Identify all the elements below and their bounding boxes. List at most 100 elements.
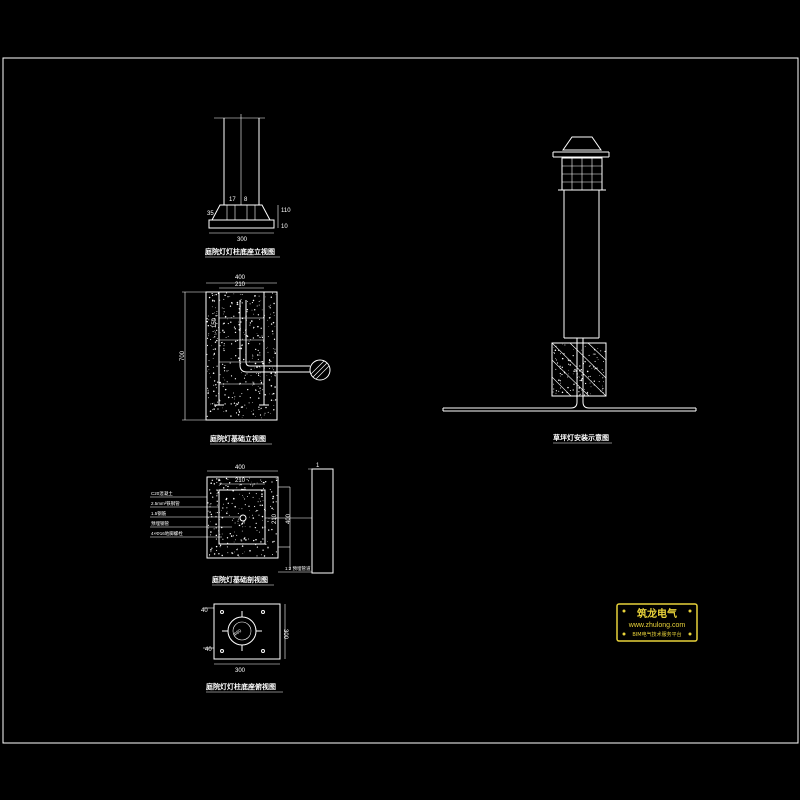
concrete-stipple	[248, 402, 250, 404]
concrete-stipple	[212, 496, 214, 498]
concrete-stipple	[274, 352, 276, 354]
concrete-stipple	[228, 482, 230, 484]
concrete-stipple	[210, 503, 212, 505]
concrete-stipple	[210, 534, 212, 536]
concrete-stipple	[579, 393, 581, 395]
concrete-stipple	[257, 334, 259, 337]
concrete-stipple	[234, 378, 237, 380]
concrete-stipple	[244, 374, 246, 376]
concrete-stipple	[572, 355, 574, 357]
view2-dim-inner: 210	[235, 282, 246, 288]
concrete-stipple	[259, 414, 262, 416]
drawing-frame	[2, 57, 799, 744]
concrete-stipple	[258, 408, 260, 411]
concrete-stipple	[553, 388, 555, 390]
concrete-stipple	[265, 543, 267, 545]
concrete-stipple	[215, 293, 217, 296]
concrete-stipple	[214, 312, 215, 314]
concrete-stipple	[223, 348, 225, 350]
concrete-stipple	[208, 296, 211, 299]
concrete-stipple	[209, 376, 211, 378]
concrete-stipple	[234, 522, 236, 524]
view3-bottom-label: 1:2 预埋管道	[285, 565, 311, 572]
concrete-stipple	[227, 323, 229, 325]
concrete-stipple	[223, 307, 225, 309]
concrete-stipple	[240, 347, 242, 350]
concrete-stipple	[213, 354, 214, 356]
concrete-stipple	[247, 388, 249, 391]
concrete-stipple	[258, 397, 260, 399]
concrete-stipple	[215, 534, 218, 537]
concrete-stipple	[230, 358, 232, 360]
concrete-stipple	[238, 524, 241, 527]
concrete-stipple	[230, 415, 232, 417]
concrete-stipple	[207, 524, 210, 526]
concrete-stipple	[214, 333, 216, 335]
concrete-stipple	[217, 381, 219, 383]
concrete-stipple	[216, 365, 218, 367]
concrete-stipple	[272, 508, 274, 510]
concrete-stipple	[224, 403, 226, 405]
concrete-stipple	[229, 532, 232, 535]
concrete-stipple	[221, 554, 223, 557]
concrete-stipple	[243, 377, 246, 379]
concrete-stipple	[215, 395, 217, 397]
concrete-stipple	[227, 552, 229, 554]
concrete-stipple	[213, 528, 215, 530]
concrete-stipple	[218, 479, 221, 482]
concrete-stipple	[584, 388, 585, 390]
concrete-stipple	[558, 390, 560, 392]
concrete-stipple	[233, 392, 234, 394]
concrete-stipple	[594, 360, 596, 362]
concrete-stipple	[216, 337, 218, 339]
concrete-stipple	[249, 360, 250, 362]
concrete-stipple	[236, 548, 238, 551]
concrete-stipple	[209, 511, 211, 513]
concrete-stipple	[259, 318, 260, 320]
concrete-stipple	[237, 347, 239, 349]
concrete-stipple	[266, 541, 268, 543]
concrete-stipple	[584, 345, 586, 347]
concrete-stipple	[262, 520, 263, 522]
concrete-stipple	[255, 348, 257, 351]
concrete-stipple	[272, 541, 274, 543]
concrete-stipple	[254, 367, 255, 369]
concrete-stipple	[225, 497, 228, 500]
concrete-stipple	[221, 307, 223, 309]
concrete-stipple	[586, 370, 589, 373]
concrete-stipple	[260, 500, 262, 502]
concrete-stipple	[231, 519, 233, 521]
concrete-stipple	[603, 371, 605, 373]
concrete-stipple	[271, 393, 273, 395]
concrete-stipple	[252, 384, 253, 386]
concrete-stipple	[222, 538, 224, 540]
concrete-stipple	[558, 379, 560, 381]
concrete-stipple	[212, 358, 214, 359]
concrete-stipple	[256, 305, 258, 307]
concrete-stipple	[226, 370, 228, 372]
concrete-stipple	[226, 511, 228, 513]
concrete-stipple	[250, 368, 252, 371]
concrete-stipple	[235, 405, 237, 407]
concrete-stipple	[215, 545, 218, 548]
concrete-stipple	[274, 326, 276, 327]
concrete-stipple	[241, 393, 243, 395]
concrete-stipple	[265, 406, 267, 409]
concrete-stipple	[272, 369, 274, 371]
concrete-stipple	[258, 300, 260, 302]
concrete-stipple	[240, 345, 242, 347]
concrete-stipple	[259, 367, 261, 369]
view4-center-label: Φ80	[232, 628, 242, 637]
concrete-stipple	[270, 372, 272, 375]
concrete-stipple	[221, 341, 223, 344]
concrete-stipple	[240, 524, 242, 525]
concrete-stipple	[259, 504, 261, 506]
concrete-stipple	[239, 293, 241, 295]
concrete-stipple	[256, 482, 258, 484]
concrete-stipple	[223, 366, 226, 369]
concrete-stipple	[589, 375, 591, 377]
concrete-stipple	[216, 504, 218, 506]
concrete-stipple	[257, 354, 259, 356]
concrete-stipple	[210, 338, 212, 341]
concrete-stipple	[241, 508, 243, 510]
